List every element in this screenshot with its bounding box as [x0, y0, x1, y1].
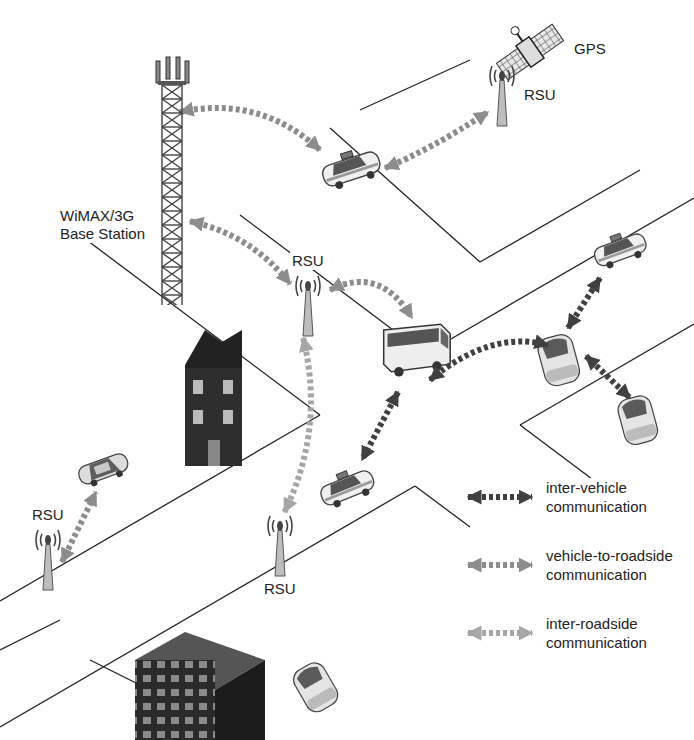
node-label: RSU: [522, 86, 558, 104]
house-building: [185, 330, 242, 466]
road-edges: [0, 60, 694, 740]
communication-link: [190, 221, 290, 283]
car-vehicle: [76, 451, 131, 490]
gps-satellite: [485, 8, 565, 82]
taxi-vehicle: [318, 143, 383, 192]
legend-arrow-sample: [462, 486, 540, 508]
roadside-unit: RSU: [290, 252, 326, 338]
van-vehicle: [289, 659, 341, 716]
node-label: WiMAX/3G Base Station: [58, 207, 150, 243]
node-label: RSU: [290, 252, 326, 270]
van-vehicle: [535, 332, 582, 388]
base-station-tower: [154, 55, 190, 305]
rsu-antenna: [294, 272, 322, 338]
legend-row: vehicle-to-roadside communication: [462, 546, 690, 584]
legend: inter-vehicle communication vehicle-to-ro…: [462, 478, 690, 682]
legend-row: inter-roadside communication: [462, 614, 690, 652]
taxi-vehicle: [590, 226, 650, 272]
legend-text: vehicle-to-roadside communication: [546, 546, 690, 584]
communication-link: [285, 338, 311, 512]
roadside-unit: RSU: [488, 62, 558, 128]
rsu-antenna: [488, 62, 516, 128]
taxi-vehicle: [316, 463, 378, 512]
roadside-unit: RSU: [262, 512, 298, 598]
legend-text: inter-roadside communication: [546, 614, 690, 652]
legend-arrow-sample: [462, 622, 540, 644]
node-label: RSU: [30, 506, 66, 524]
legend-row: inter-vehicle communication: [462, 478, 690, 516]
legend-text: inter-vehicle communication: [546, 478, 690, 516]
roadside-unit: RSU: [30, 506, 66, 592]
office-building: [135, 632, 265, 740]
node-label: RSU: [262, 580, 298, 598]
legend-arrow-sample: [462, 554, 540, 576]
van-vehicle: [616, 393, 660, 447]
base-station: WiMAX/3G Base Station: [58, 55, 190, 305]
satellite-label: GPS: [572, 40, 608, 58]
rsu-antenna: [34, 526, 62, 592]
communication-arrows: [62, 108, 630, 562]
rsu-antenna: [266, 512, 294, 578]
